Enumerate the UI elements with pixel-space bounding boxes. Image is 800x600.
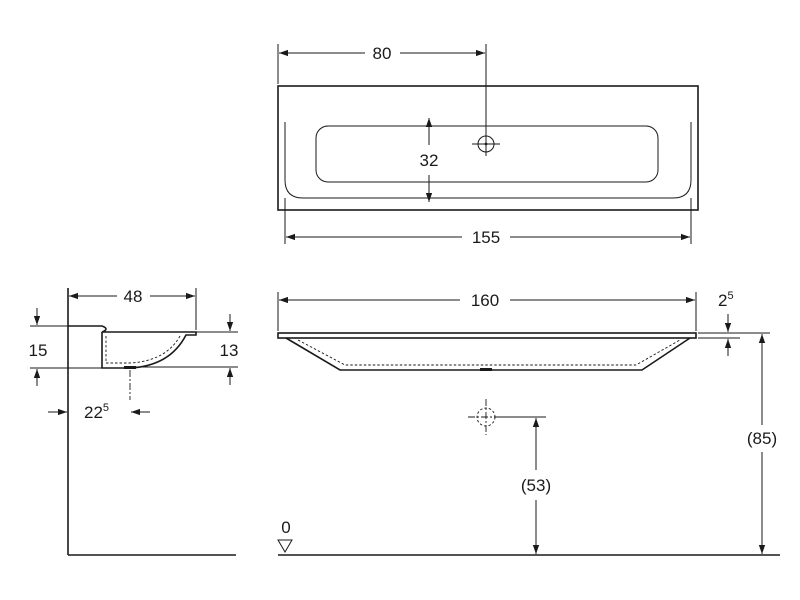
dim-label-80: 80 xyxy=(373,44,392,63)
basin-bowl-inner-front xyxy=(297,339,681,366)
tap-hole-icon xyxy=(472,132,500,156)
dim-label-53: (53) xyxy=(521,476,551,495)
side-view: 48 15 13 225 xyxy=(29,287,239,556)
dim-label-13: 13 xyxy=(220,341,239,360)
floor-level-label: 0 xyxy=(281,518,290,537)
dim-label-2-5: 25 xyxy=(718,290,734,310)
basin-inner-rim xyxy=(284,122,692,199)
drain-side xyxy=(124,366,136,369)
front-view: 160 25 (53) (85) 0 xyxy=(277,290,780,556)
dim-label-155: 155 xyxy=(472,228,500,247)
basin-inner-rim-sides xyxy=(284,198,692,214)
dim-label-48: 48 xyxy=(124,287,143,306)
level-marker-icon xyxy=(277,539,293,553)
dim-label-22-5: 225 xyxy=(84,402,109,422)
basin-inner-side xyxy=(105,335,181,364)
basin-outline-top xyxy=(277,85,699,211)
basin-bowl-top xyxy=(315,125,659,183)
top-view: 80 32 155 xyxy=(277,44,699,247)
basin-rim-front xyxy=(277,332,697,339)
drain-front xyxy=(480,368,492,371)
dim-label-85: (85) xyxy=(747,429,777,448)
dim-label-160: 160 xyxy=(471,291,499,310)
basin-profile-side xyxy=(68,325,197,369)
dim-label-15: 15 xyxy=(29,341,48,360)
dim-label-32: 32 xyxy=(420,151,439,170)
